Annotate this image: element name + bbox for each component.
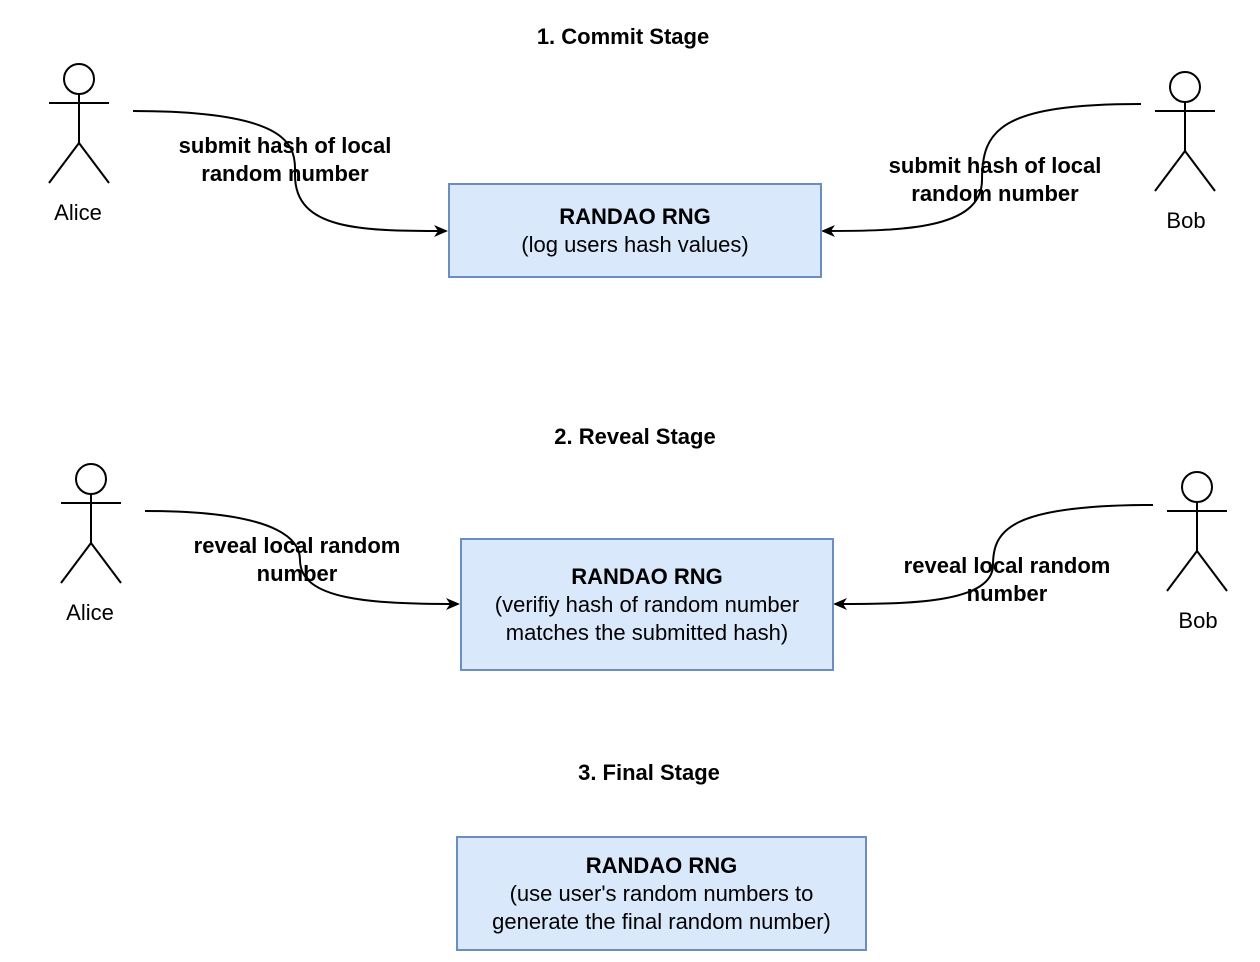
edge-label-line: random number	[911, 181, 1079, 206]
bob-reveal-edge	[833, 504, 1154, 610]
bob-commit-edge	[821, 103, 1142, 237]
box-text-line: generate the final random number)	[492, 908, 831, 934]
alice-reveal-edge-label: reveal local random number	[194, 532, 401, 588]
bob-actor-icon-1	[1154, 71, 1216, 192]
randao-final-box: RANDAO RNG (use user's random numbers to…	[456, 836, 867, 951]
randao-reveal-box: RANDAO RNG (verifiy hash of random numbe…	[460, 538, 834, 671]
edge-label-line: reveal local random	[903, 553, 1111, 578]
bob-reveal-edge-label: reveal local random number	[904, 552, 1111, 608]
bob-label-1: Bob	[1166, 208, 1206, 233]
alice-commit-edge-label: submit hash of local random number	[179, 132, 392, 188]
box-text-line: (log users hash values)	[521, 231, 749, 257]
edge-label-line: submit hash of local	[178, 133, 392, 158]
edge-label-line: number	[256, 561, 338, 586]
box-title: RANDAO RNG	[571, 563, 723, 589]
bob-commit-edge-label: submit hash of local random number	[889, 152, 1102, 208]
box-text-line: (verifiy hash of random number	[494, 591, 800, 617]
alice-reveal-edge	[144, 510, 460, 610]
stage-3-title: 3. Final Stage	[578, 760, 720, 785]
box-title: RANDAO RNG	[585, 852, 738, 878]
box-title: RANDAO RNG	[559, 203, 711, 229]
alice-label-1: Alice	[54, 200, 102, 225]
alice-actor-icon-2	[60, 463, 122, 584]
alice-actor-icon-1	[48, 63, 110, 184]
stage-1-title: 1. Commit Stage	[536, 24, 710, 49]
stage-2-title: 2. Reveal Stage	[554, 424, 716, 449]
box-text-line: (use user's random numbers to	[509, 880, 814, 906]
edge-label-line: submit hash of local	[888, 153, 1102, 178]
bob-label-2: Bob	[1178, 608, 1218, 633]
edge-label-line: number	[966, 581, 1048, 606]
randao-commit-box: RANDAO RNG (log users hash values)	[448, 183, 822, 278]
alice-label-2: Alice	[66, 600, 114, 625]
edge-label-line: random number	[201, 161, 369, 186]
edge-label-line: reveal local random	[193, 533, 401, 558]
box-text-line: matches the submitted hash)	[505, 619, 789, 645]
alice-commit-edge	[132, 110, 448, 237]
bob-actor-icon-2	[1166, 471, 1228, 592]
